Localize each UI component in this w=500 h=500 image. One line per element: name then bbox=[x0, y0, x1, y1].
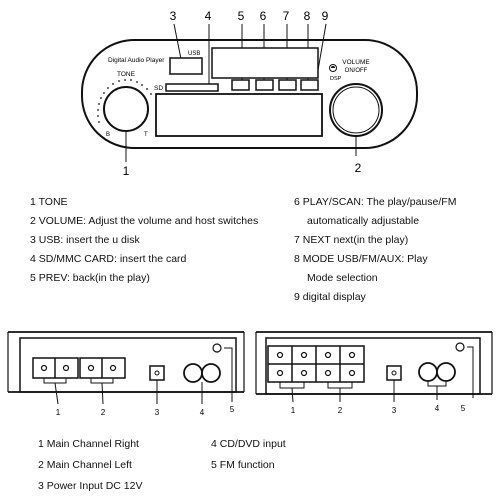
legend-fm: 5 FM function bbox=[211, 459, 275, 471]
callout-6: 6 bbox=[260, 9, 267, 23]
cd-dvd-input-right-r[interactable] bbox=[436, 362, 456, 382]
legend-sd-card: 4 SD/MMC CARD: insert the card bbox=[30, 253, 187, 265]
legend-power-input: 3 Power Input DC 12V bbox=[38, 480, 143, 492]
callout-4: 4 bbox=[205, 9, 212, 23]
callout-7: 7 bbox=[283, 9, 290, 23]
legend-tone: 1 TONE bbox=[30, 196, 68, 208]
power-input-right[interactable] bbox=[386, 365, 402, 381]
legend-usb: 3 USB: insert the u disk bbox=[30, 234, 140, 246]
usb-port[interactable] bbox=[169, 57, 203, 75]
tone-knob[interactable] bbox=[103, 86, 149, 132]
legend-cd-dvd: 4 CD/DVD input bbox=[211, 438, 286, 450]
front-legend-right: 6 PLAY/SCAN: The play/pause/FM automatic… bbox=[294, 193, 456, 307]
bass-mark: B bbox=[106, 132, 110, 138]
treble-mark: T bbox=[144, 132, 148, 138]
rear-right-callout-4: 4 bbox=[435, 404, 440, 413]
sd-slot[interactable] bbox=[165, 83, 219, 92]
rear-right-callout-3: 3 bbox=[392, 406, 397, 415]
legend-mode-cont: Mode selection bbox=[307, 272, 378, 284]
legend-mode: 8 MODE USB/FM/AUX: Play bbox=[294, 253, 428, 265]
fm-antenna-jack[interactable] bbox=[212, 343, 222, 353]
rear-left-callout-2: 2 bbox=[101, 408, 106, 417]
cd-dvd-input-left[interactable] bbox=[183, 363, 203, 383]
callout-2: 2 bbox=[355, 161, 362, 175]
rear-left-callout-3: 3 bbox=[155, 408, 160, 417]
legend-next: 7 NEXT next(in the play) bbox=[294, 234, 409, 246]
cd-dvd-input-left-r[interactable] bbox=[418, 362, 438, 382]
rear-left-callout-4: 4 bbox=[200, 408, 205, 417]
legend-prev: 5 PREV: back(in the play) bbox=[30, 272, 150, 284]
rear-left-callout-1: 1 bbox=[56, 408, 61, 417]
fm-antenna-jack-right[interactable] bbox=[455, 342, 465, 352]
rear-legend-left: 1 Main Channel Right 2 Main Channel Left… bbox=[38, 434, 142, 497]
play-scan-button[interactable] bbox=[255, 79, 274, 91]
rear-left-callout-5: 5 bbox=[230, 405, 235, 414]
prev-button[interactable] bbox=[231, 79, 250, 91]
dsp-label: DSP bbox=[330, 76, 342, 82]
cd-dvd-input-right[interactable] bbox=[201, 363, 221, 383]
legend-display: 9 digital display bbox=[294, 291, 366, 303]
callout-3: 3 bbox=[170, 9, 177, 23]
callout-1: 1 bbox=[123, 164, 130, 178]
callout-8: 8 bbox=[304, 9, 311, 23]
tone-label: TONE bbox=[117, 71, 136, 78]
volume-knob[interactable] bbox=[329, 83, 383, 137]
front-legend-left: 1 TONE 2 VOLUME: Adjust the volume and h… bbox=[30, 193, 258, 288]
usb-label: USB bbox=[188, 51, 200, 57]
mode-button[interactable] bbox=[300, 79, 319, 91]
callout-5: 5 bbox=[238, 9, 245, 23]
legend-play-scan: 6 PLAY/SCAN: The play/pause/FM bbox=[294, 196, 457, 208]
rear-right-callout-5: 5 bbox=[461, 404, 466, 413]
next-button[interactable] bbox=[278, 79, 297, 91]
rear-panel-right: 1 2 3 4 5 bbox=[255, 331, 493, 415]
dsp-icon bbox=[329, 64, 337, 72]
lower-window bbox=[155, 93, 323, 137]
callout-9: 9 bbox=[322, 9, 329, 23]
rear-right-callout-2: 2 bbox=[338, 406, 343, 415]
legend-main-right: 1 Main Channel Right bbox=[38, 438, 139, 450]
legend-main-left: 2 Main Channel Left bbox=[38, 459, 132, 471]
digital-display bbox=[211, 47, 319, 79]
front-panel: 3 4 5 6 7 8 9 USB Digital Audio Player S… bbox=[81, 9, 418, 178]
player-label: Digital Audio Player bbox=[108, 57, 165, 64]
rear-legend-right: 4 CD/DVD input 5 FM function bbox=[211, 434, 286, 476]
power-input[interactable] bbox=[149, 365, 165, 381]
legend-play-scan-cont: automatically adjustable bbox=[307, 215, 420, 227]
onoff-label: ON/OFF bbox=[345, 68, 368, 74]
rear-panel-left: 1 2 3 4 5 bbox=[7, 331, 245, 417]
tone-scale-dots bbox=[97, 79, 152, 123]
rear-right-callout-1: 1 bbox=[291, 406, 296, 415]
volume-knob-ring bbox=[332, 86, 380, 134]
volume-label: VOLUME bbox=[342, 59, 370, 66]
sd-label: SD bbox=[154, 85, 163, 92]
legend-volume: 2 VOLUME: Adjust the volume and host swi… bbox=[30, 215, 259, 227]
